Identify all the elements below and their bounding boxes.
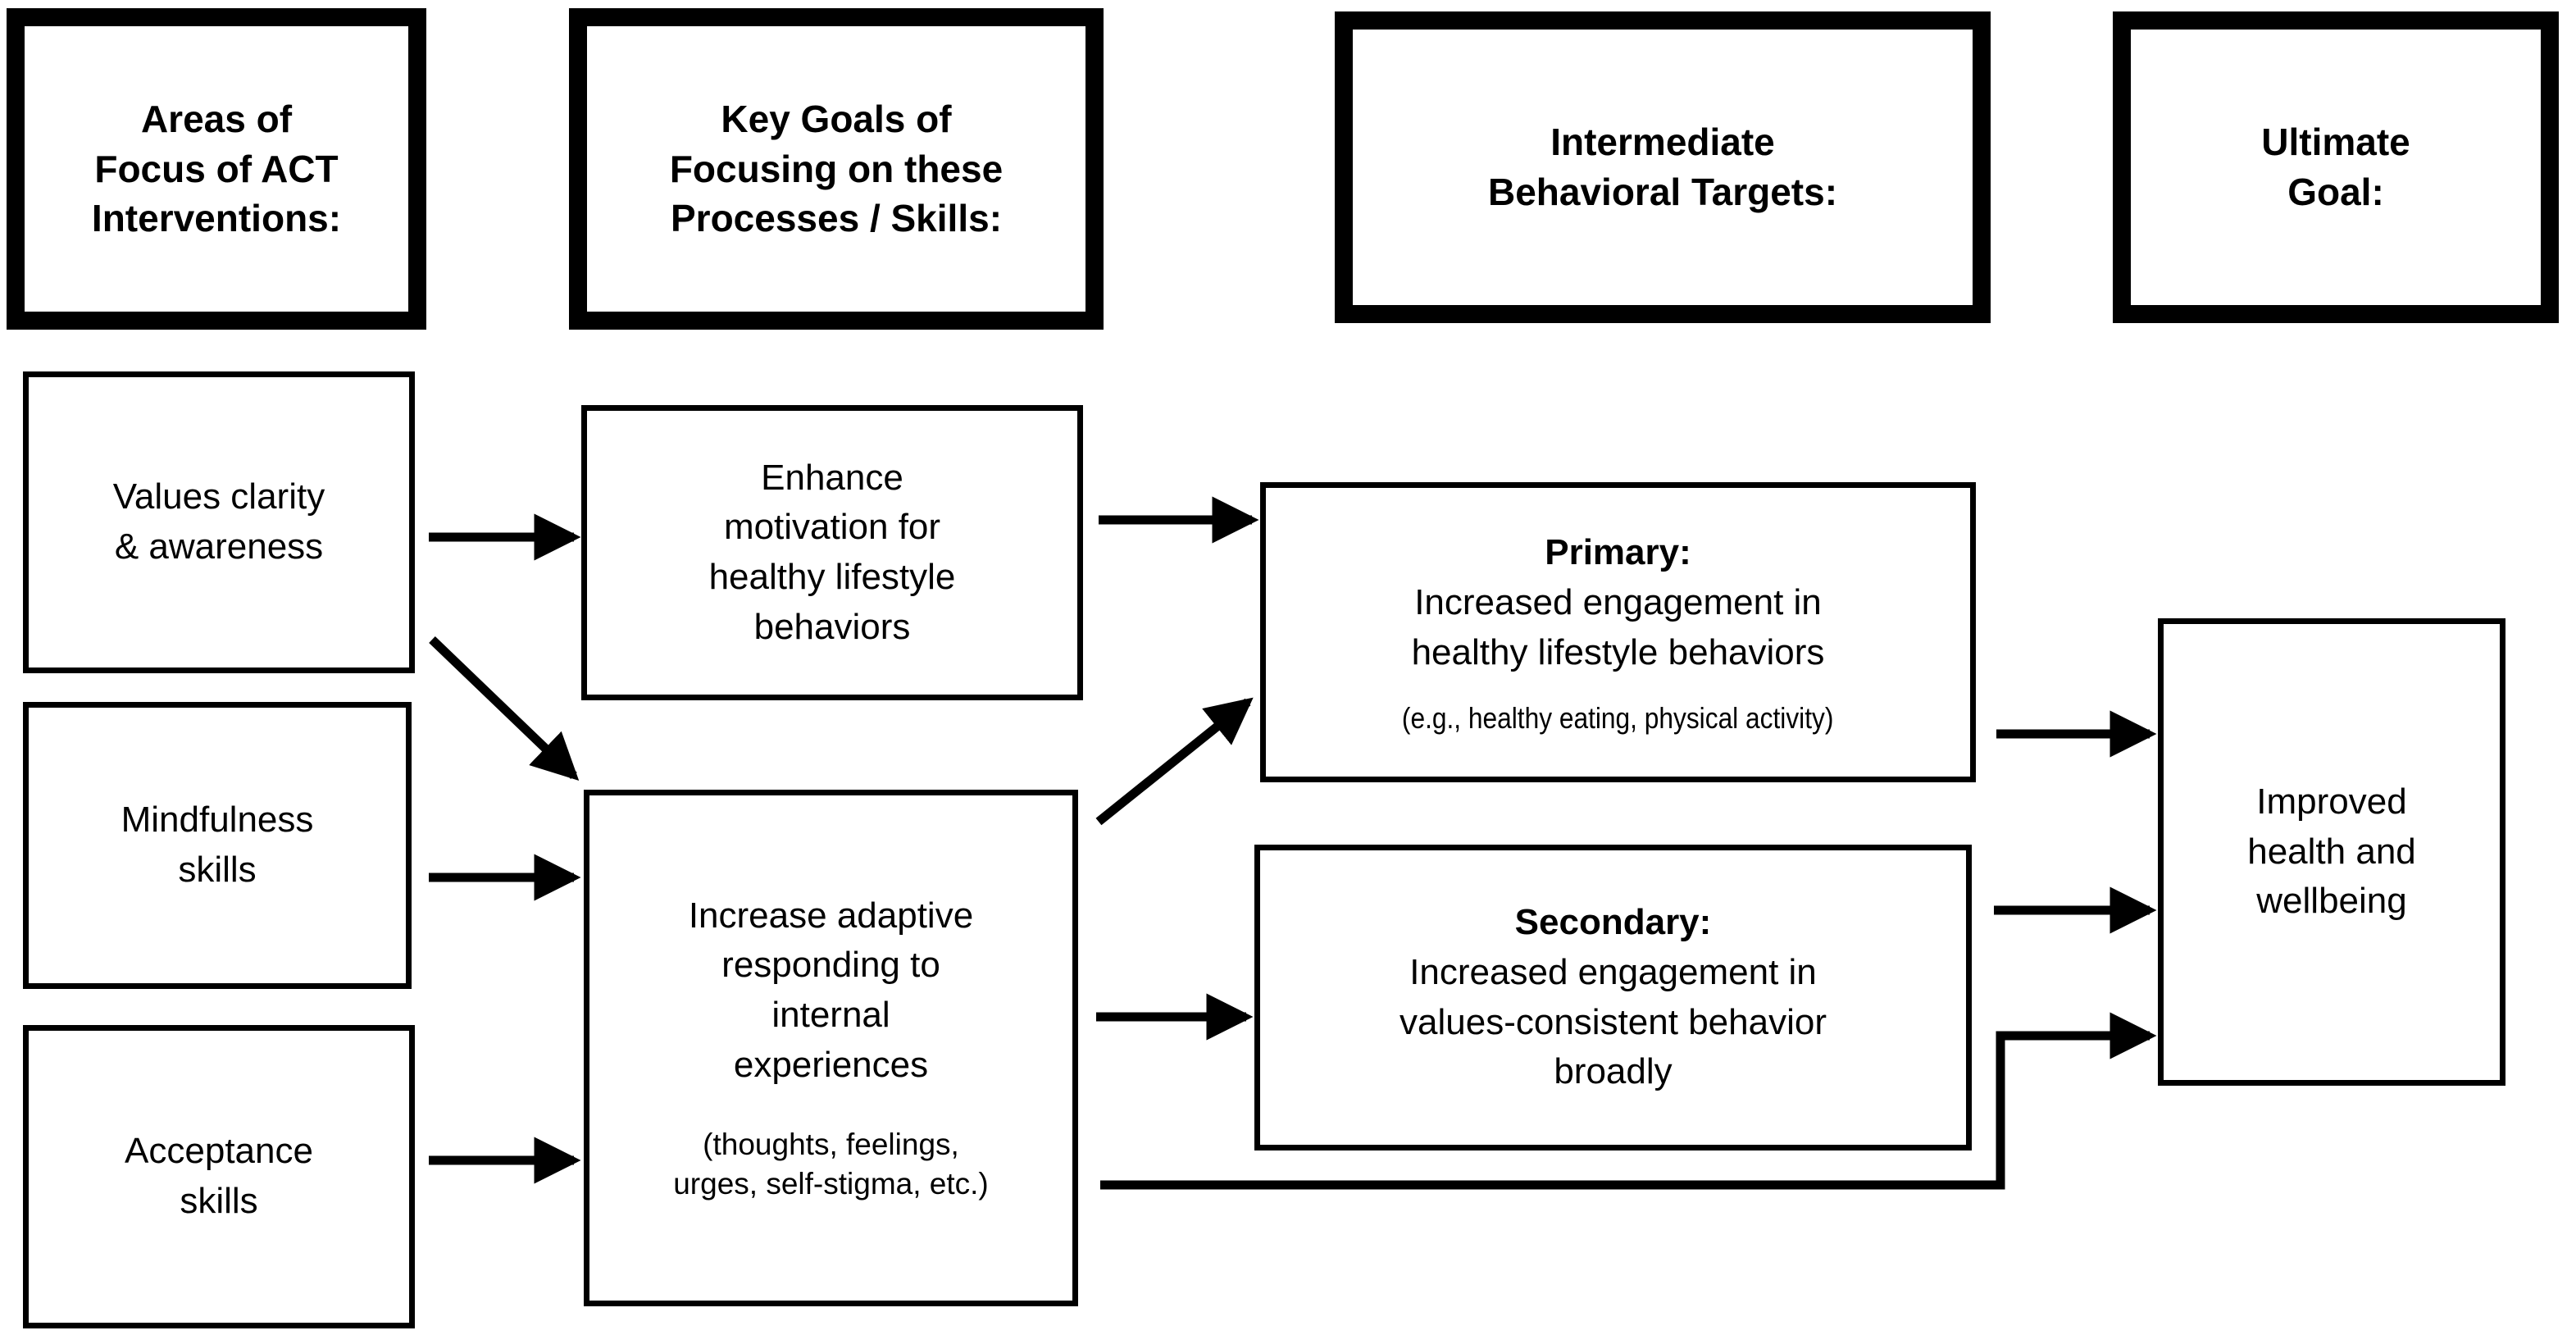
header-ultimate-goal-label: Ultimate Goal:: [2261, 121, 2410, 213]
node-acceptance-skills: Acceptance skills: [23, 1025, 415, 1328]
node-secondary-target-label: Increased engagement in values-consisten…: [1400, 951, 1827, 1092]
node-values-clarity-label: Values clarity & awareness: [112, 476, 325, 567]
node-secondary-target: Secondary: Increased engagement in value…: [1254, 845, 1972, 1150]
node-increase-adaptive-label: Increase adaptive responding to internal…: [688, 895, 974, 1085]
node-improved-health: Improved health and wellbeing: [2158, 618, 2505, 1086]
node-increase-adaptive-note: (thoughts, feelings, urges, self-stigma,…: [673, 1127, 989, 1201]
node-increase-adaptive: Increase adaptive responding to internal…: [584, 790, 1078, 1306]
header-key-goals: Key Goals of Focusing on these Processes…: [569, 8, 1104, 330]
node-primary-target: Primary: Increased engagement in healthy…: [1260, 482, 1976, 782]
node-primary-target-title: Primary:: [1545, 532, 1691, 573]
arrow-values-to-adaptive: [429, 636, 580, 781]
header-key-goals-label: Key Goals of Focusing on these Processes…: [669, 97, 1004, 240]
arrow-adaptive-to-ultimate-elbow: [1100, 1012, 2157, 1190]
node-mindfulness-skills-label: Mindfulness skills: [121, 800, 314, 890]
node-enhance-motivation-label: Enhance motivation for healthy lifestyle…: [708, 457, 956, 647]
node-secondary-target-title: Secondary:: [1514, 902, 1712, 943]
header-areas-of-focus: Areas of Focus of ACT Interventions:: [7, 8, 426, 330]
header-intermediate-targets: Intermediate Behavioral Targets:: [1335, 11, 1991, 323]
arrow-adaptive-to-primary: [1095, 697, 1254, 826]
header-ultimate-goal: Ultimate Goal:: [2113, 11, 2559, 323]
header-intermediate-targets-label: Intermediate Behavioral Targets:: [1487, 121, 1838, 213]
node-values-clarity: Values clarity & awareness: [23, 371, 415, 673]
node-mindfulness-skills: Mindfulness skills: [23, 702, 412, 989]
node-primary-target-note: (e.g., healthy eating, physical activity…: [1402, 701, 1834, 736]
header-areas-of-focus-label: Areas of Focus of ACT Interventions:: [91, 97, 342, 240]
node-acceptance-skills-label: Acceptance skills: [125, 1131, 313, 1221]
node-improved-health-label: Improved health and wellbeing: [2247, 781, 2416, 922]
node-primary-target-label: Increased engagement in healthy lifestyl…: [1411, 582, 1825, 672]
node-enhance-motivation: Enhance motivation for healthy lifestyle…: [581, 405, 1083, 700]
